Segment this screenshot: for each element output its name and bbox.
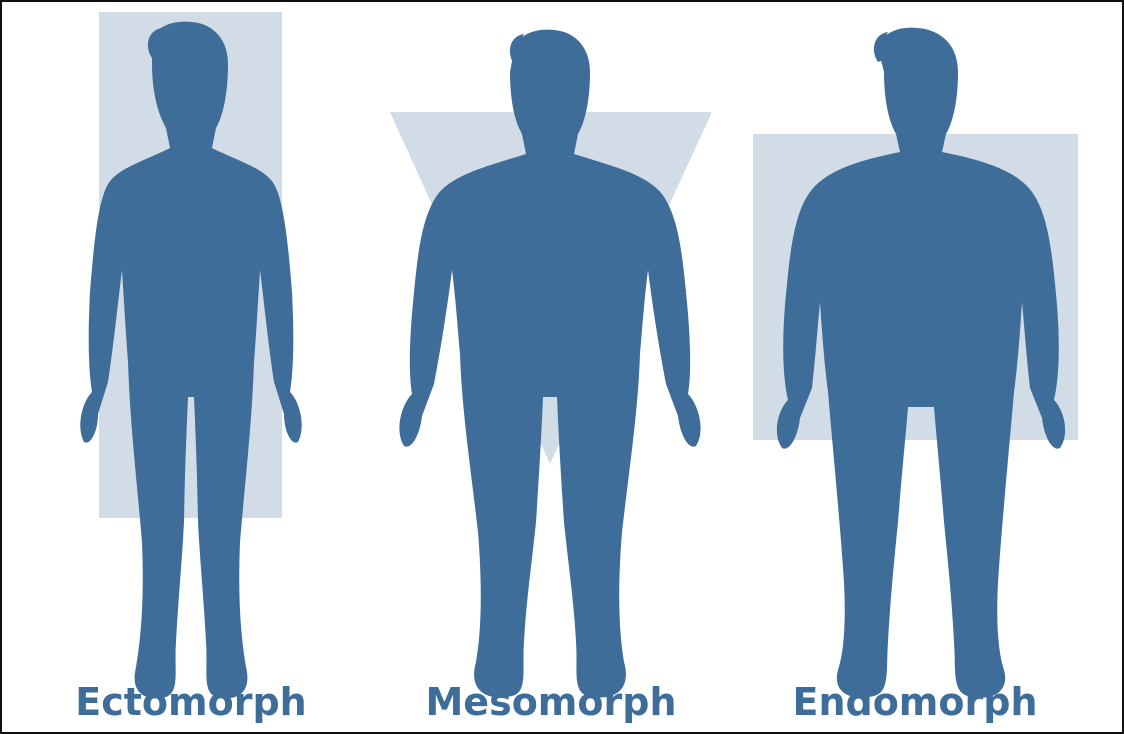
- mesomorph-label: Mesomorph: [391, 680, 711, 724]
- ectomorph-label: Ectomorph: [31, 680, 351, 724]
- endomorph-label: Endomorph: [755, 680, 1075, 724]
